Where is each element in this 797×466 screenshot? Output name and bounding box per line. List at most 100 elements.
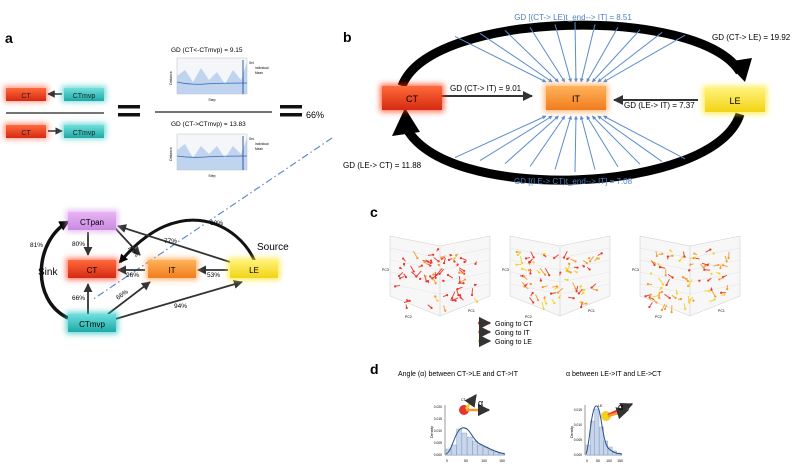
pca-arrow	[688, 279, 693, 286]
pca-arrow-head	[456, 263, 459, 266]
pca-arrow-head	[669, 249, 672, 252]
pca-arrow-head	[688, 269, 691, 272]
gd-le-it: GD (LE-> IT) = 7.37	[624, 101, 695, 110]
pca-arrow-head	[684, 307, 687, 310]
pca-arrow-head	[580, 305, 583, 309]
alpha-left: α	[478, 398, 483, 408]
pca-arrow-head	[726, 288, 729, 291]
pca-arrow-head	[412, 270, 415, 273]
svg-text:0: 0	[586, 459, 588, 463]
svg-text:CT: CT	[461, 398, 467, 402]
eq-ct-node-top	[6, 88, 46, 101]
pca-arrow-head	[416, 257, 419, 260]
node-le-label: LE	[249, 266, 259, 275]
pca-axis-pc3: PC3	[382, 268, 389, 272]
pca-arrow-head	[574, 287, 577, 290]
sink-label: Sink	[38, 267, 58, 278]
svg-text:50: 50	[464, 459, 468, 463]
pca-arrow-head	[527, 269, 531, 272]
eq-ct-label-top: CT	[21, 93, 31, 100]
pca-arrow-head	[515, 263, 518, 266]
pca-arrow-head	[569, 271, 572, 274]
eq-ctmvp-label-top: CTmvp	[73, 93, 96, 100]
pca-arrow-head	[576, 266, 579, 269]
pca-arrow	[423, 274, 427, 282]
node-b-it	[546, 86, 606, 110]
pca-arrow-head	[523, 275, 526, 278]
pca-arrow-head	[529, 272, 532, 275]
svg-text:Individual: Individual	[255, 142, 269, 146]
pca-arrow-head	[539, 279, 543, 282]
pca-arrow-head	[687, 284, 690, 287]
pca-arrow-head	[692, 299, 695, 302]
equals-sign-2	[280, 105, 302, 117]
gd-ct-it: GD (CT-> IT) = 9.01	[450, 84, 522, 93]
panel-d-title-left: Angle (α) between CT->LE and CT->IT	[398, 371, 519, 378]
pca-arrow-head	[709, 248, 712, 251]
pca-arrow-head	[575, 271, 578, 274]
pca-arrow-head	[579, 301, 582, 304]
pca-arrow-head	[660, 286, 663, 289]
pca-arrow-head	[718, 272, 721, 275]
node-ctpan-label: CTpan	[80, 218, 104, 227]
pca-arrow-head	[595, 289, 598, 292]
blue-arrow-bottom	[529, 115, 566, 167]
pca-arrow-head	[545, 302, 548, 305]
pca-arrow-head	[528, 261, 532, 264]
pca-arrow-head	[707, 279, 710, 282]
svg-text:Set: Set	[249, 137, 254, 141]
svg-text:0.000: 0.000	[574, 453, 582, 457]
pca-arrow-head	[463, 278, 467, 281]
pca-arrow-head	[434, 276, 437, 279]
pca-arrow-head	[453, 260, 456, 263]
edge-label-53: 53%	[207, 272, 220, 279]
pca-arrow-head	[429, 275, 432, 278]
pca-arrow-head	[399, 266, 402, 270]
mini-plot-bottom: Step Distance Set Individual Mean	[169, 133, 269, 178]
svg-text:0.005: 0.005	[574, 438, 582, 442]
svg-text:Individual: Individual	[255, 66, 269, 70]
pca-arrow-head	[437, 263, 440, 267]
pca-arrow-head	[664, 274, 667, 277]
pca-arrow-head	[531, 291, 534, 295]
pca-arrow-head	[425, 280, 428, 283]
pca-arrow-head	[720, 291, 723, 294]
pca-arrow-head	[394, 285, 397, 288]
pca-arrow-head	[665, 283, 668, 287]
pca-arrow-head	[548, 274, 551, 277]
svg-text:Set: Set	[249, 61, 254, 65]
pca-arrow-head	[419, 277, 422, 280]
pca-arrow-head	[657, 263, 660, 266]
pca-arrow-head	[712, 252, 715, 255]
diagonal-dashdot	[91, 137, 333, 301]
pca-arrow-head	[660, 290, 664, 293]
pca-arrow-head	[710, 272, 713, 275]
pca-arrow-head	[689, 263, 692, 266]
svg-text:0.015: 0.015	[434, 417, 442, 421]
pca-arrow-head	[447, 258, 451, 262]
pca-arrow-head	[541, 286, 544, 289]
pca-arrow	[451, 291, 456, 299]
pca-arrow-head	[687, 280, 690, 283]
blue-arrow-top	[479, 32, 553, 83]
blue-arrow-top	[554, 24, 572, 83]
pca-arrow-head	[432, 273, 435, 276]
pca-arrow-head	[520, 261, 524, 265]
svg-text:Density: Density	[570, 426, 574, 438]
node-b-le-label: LE	[729, 96, 740, 106]
pca-arrow-head	[437, 248, 440, 251]
pca-arrow-head	[671, 276, 674, 279]
pca-arrow-head	[568, 262, 571, 265]
pca-arrow-head	[713, 298, 716, 301]
pca-arrow	[661, 303, 666, 311]
eq-ctmvp-node-top	[64, 88, 104, 101]
svg-text:100: 100	[606, 459, 612, 463]
svg-text:Density: Density	[430, 426, 434, 438]
mini-plot-top: Step Distance Set Individual Mean	[169, 57, 269, 102]
hist-bar-left	[477, 444, 483, 456]
blue-arrows	[454, 21, 686, 173]
pca-arrow-head	[405, 306, 408, 310]
node-it	[148, 260, 196, 278]
pca-arrow-head	[702, 266, 705, 269]
arc-le-ct	[400, 112, 745, 185]
